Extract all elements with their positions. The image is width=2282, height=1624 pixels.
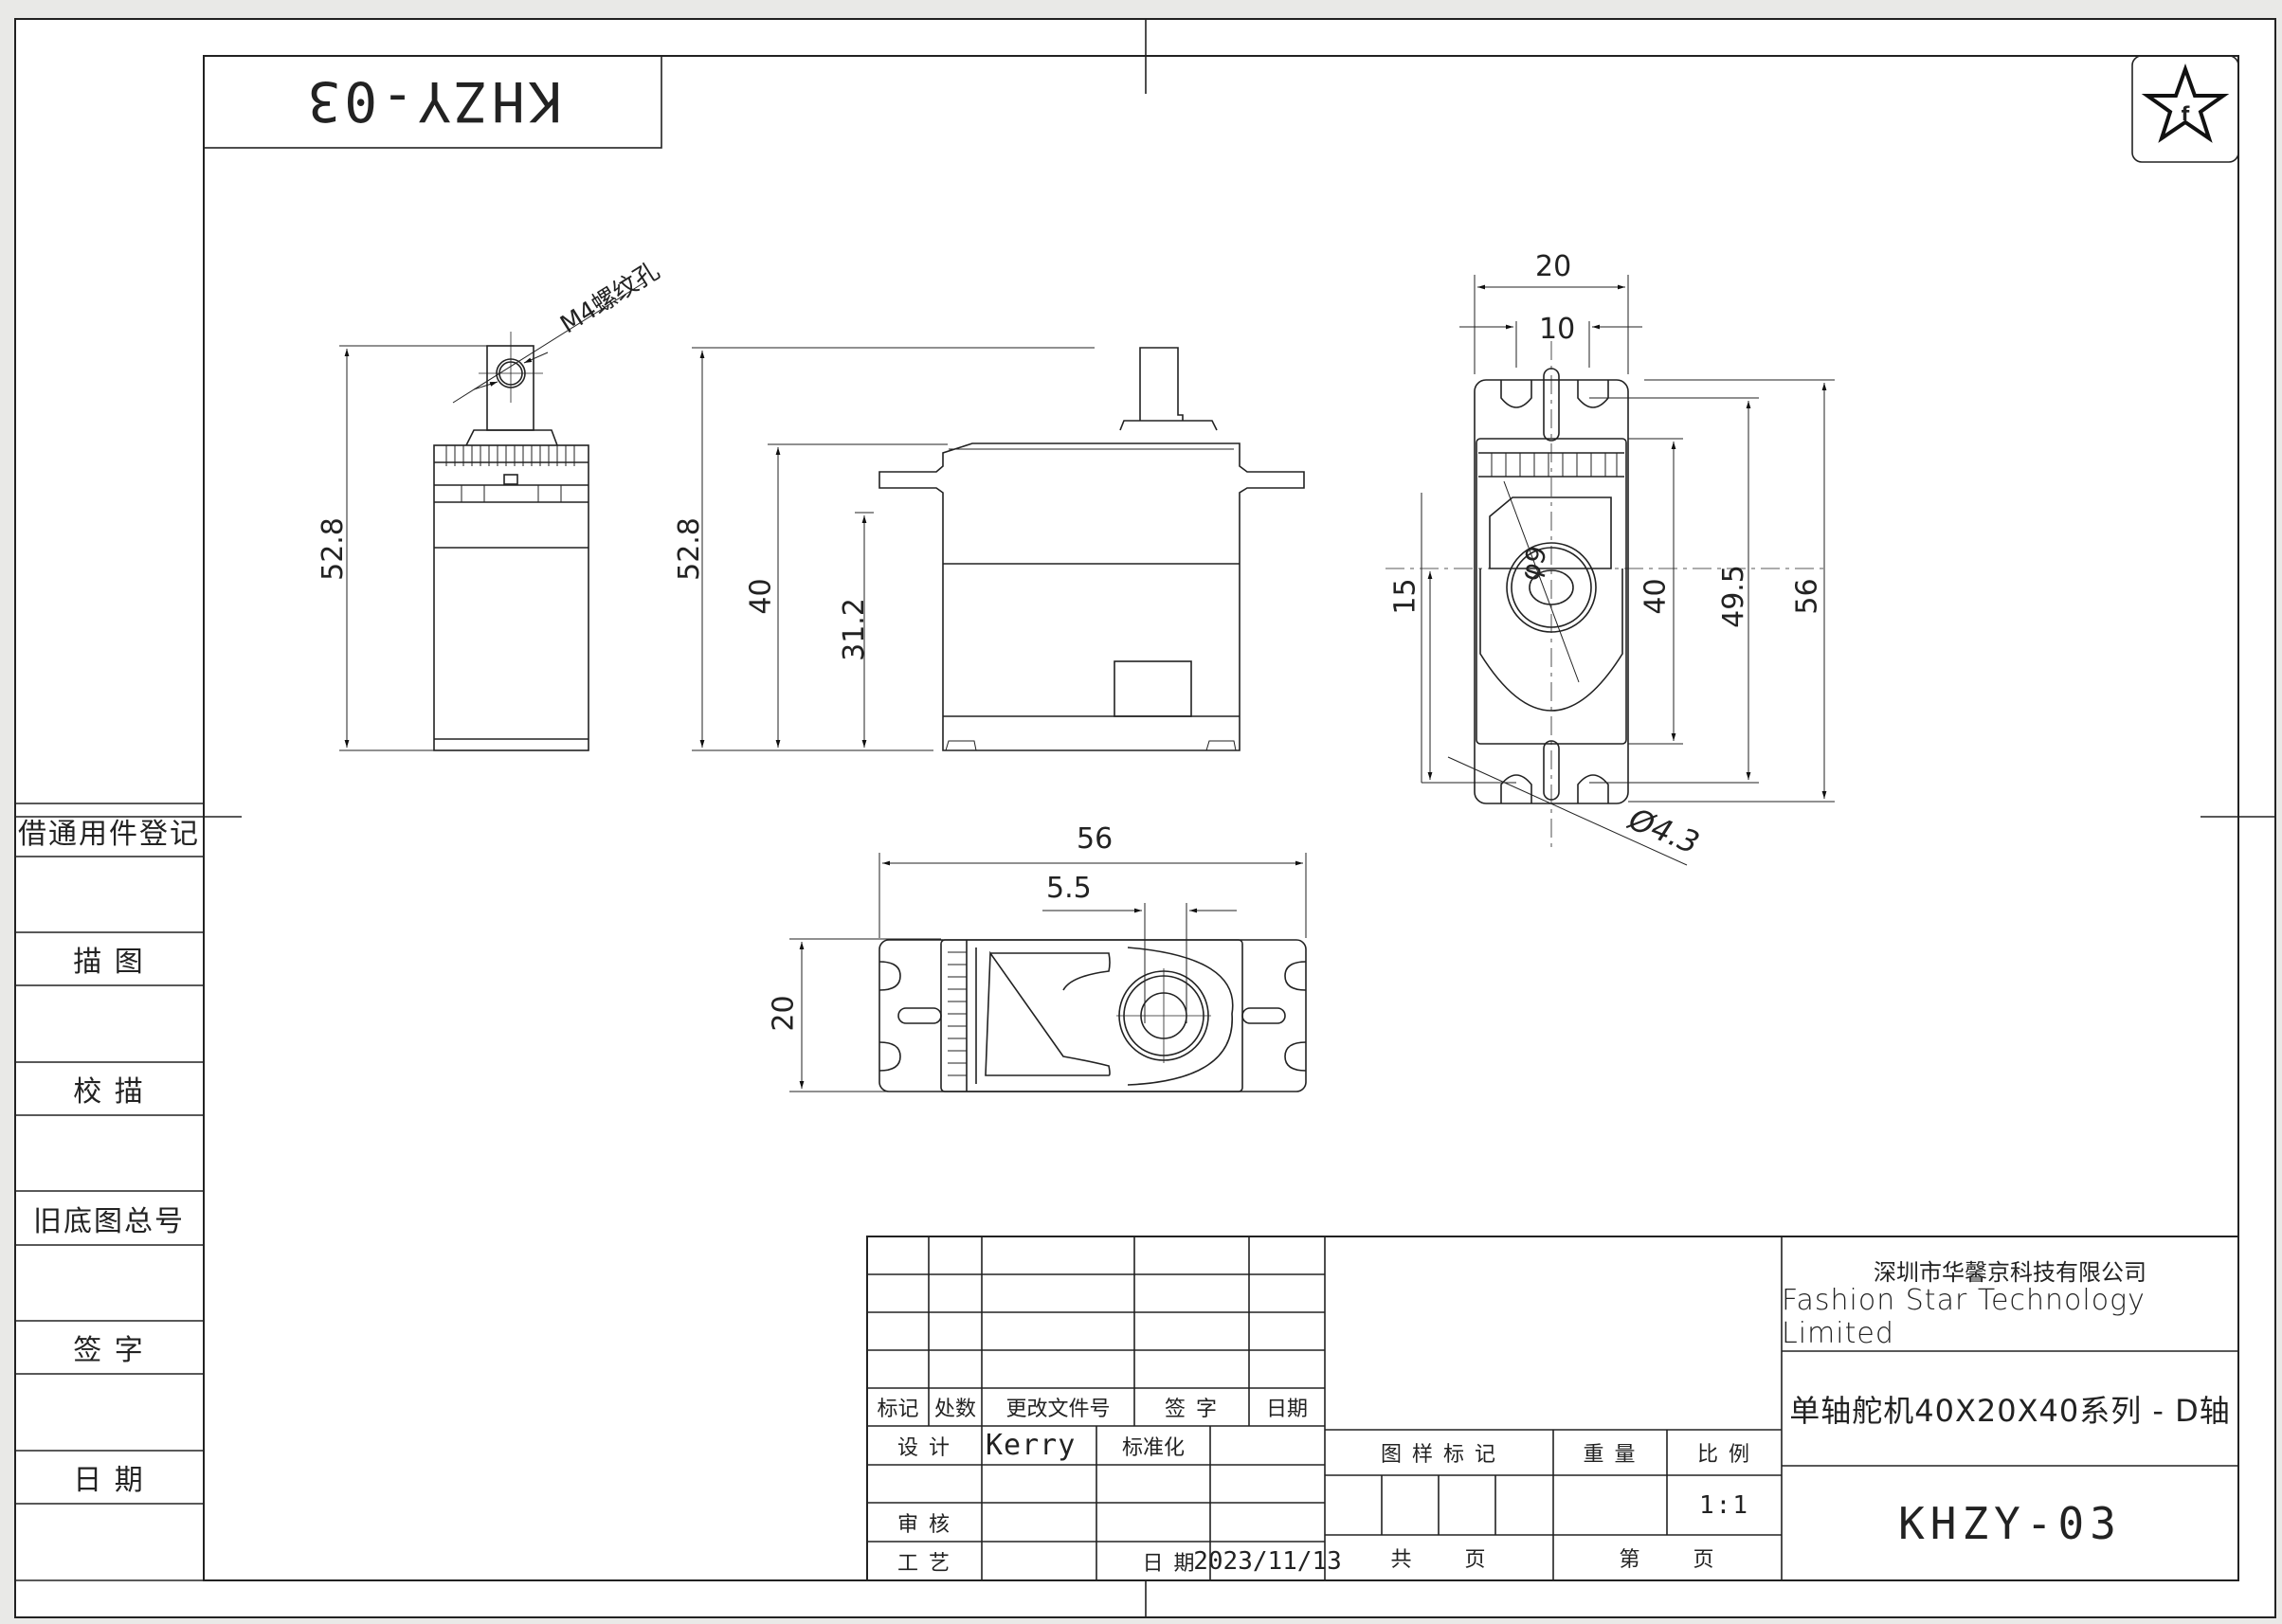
rev-header-change-doc: 更改文件号 xyxy=(1005,1398,1111,1421)
top-view xyxy=(789,853,1307,1092)
company-name-en: Fashion Star Technology Limited xyxy=(1782,1284,2146,1350)
end-view xyxy=(1386,275,1835,866)
weight-label: 重 量 xyxy=(1583,1443,1638,1467)
side-view-height-dim: 52.8 xyxy=(316,517,350,581)
rev-header-mark: 标记 xyxy=(877,1398,919,1421)
date-label: 日 期 xyxy=(1142,1551,1197,1576)
left-strip-label-check-tracing: 校 描 xyxy=(73,1075,145,1109)
left-strip-label-borrowed-parts: 借通用件登记 xyxy=(18,818,200,851)
pattern-mark-label: 图 样 标 记 xyxy=(1381,1443,1497,1467)
end-view-shaft-offset-dim: 15 xyxy=(1388,578,1422,615)
end-view-hole-spacing-dim: 10 xyxy=(1539,313,1576,346)
left-strip-label-old-drawing-no: 旧底图总号 xyxy=(33,1204,185,1238)
end-view-width-dim: 20 xyxy=(1535,250,1572,283)
design-label: 设 计 xyxy=(897,1435,951,1460)
rev-header-date: 日期 xyxy=(1265,1398,1308,1421)
front-view-total-height-dim: 52.8 xyxy=(672,517,706,581)
top-view-total-length-dim: 56 xyxy=(1077,822,1114,856)
svg-text:f: f xyxy=(2182,102,2190,125)
left-strip-label-date: 日 期 xyxy=(73,1464,145,1497)
scale-label: 比 例 xyxy=(1697,1443,1751,1467)
process-label: 工 艺 xyxy=(897,1551,951,1576)
review-label: 审 核 xyxy=(897,1512,951,1537)
rev-header-count: 处数 xyxy=(933,1398,976,1421)
end-view-body-height-dim: 40 xyxy=(1639,578,1673,615)
company-name-cn: 深圳市华馨京科技有限公司 xyxy=(1874,1258,2146,1286)
part-name: 单轴舵机40X20X40系列 - D轴 xyxy=(1789,1392,2231,1429)
end-view-total-length-dim: 56 xyxy=(1790,578,1824,615)
design-value[interactable]: Kerry xyxy=(986,1429,1077,1462)
left-strip-label-tracing: 描 图 xyxy=(73,946,145,979)
top-view-shaft-offset-dim: 5.5 xyxy=(1046,872,1092,905)
top-view-width-dim: 20 xyxy=(767,995,801,1032)
total-pages-label: 共 页 xyxy=(1390,1548,1488,1572)
part-code: KHZY-03 xyxy=(1898,1497,2122,1549)
front-view-flange-height-dim: 31.2 xyxy=(837,598,871,661)
front-view-body-height-dim: 40 xyxy=(744,578,778,615)
title-block-grid xyxy=(866,1236,2239,1581)
page-number-label: 第 页 xyxy=(1619,1548,1716,1572)
end-view-hole-pitch-dim: 49.5 xyxy=(1716,565,1750,628)
star-f-logo-icon: f xyxy=(2141,63,2230,143)
side-view xyxy=(339,281,645,751)
scale-value[interactable]: 1:1 xyxy=(1699,1490,1749,1520)
front-view xyxy=(692,347,1305,751)
mirrored-part-code: KHZY-03 xyxy=(303,69,562,135)
date-value[interactable]: 2023/11/13 xyxy=(1193,1546,1342,1576)
standardization-label: 标准化 xyxy=(1121,1435,1185,1460)
left-strip-label-signature: 签 字 xyxy=(73,1334,145,1367)
rev-header-signature: 签 字 xyxy=(1165,1398,1219,1421)
